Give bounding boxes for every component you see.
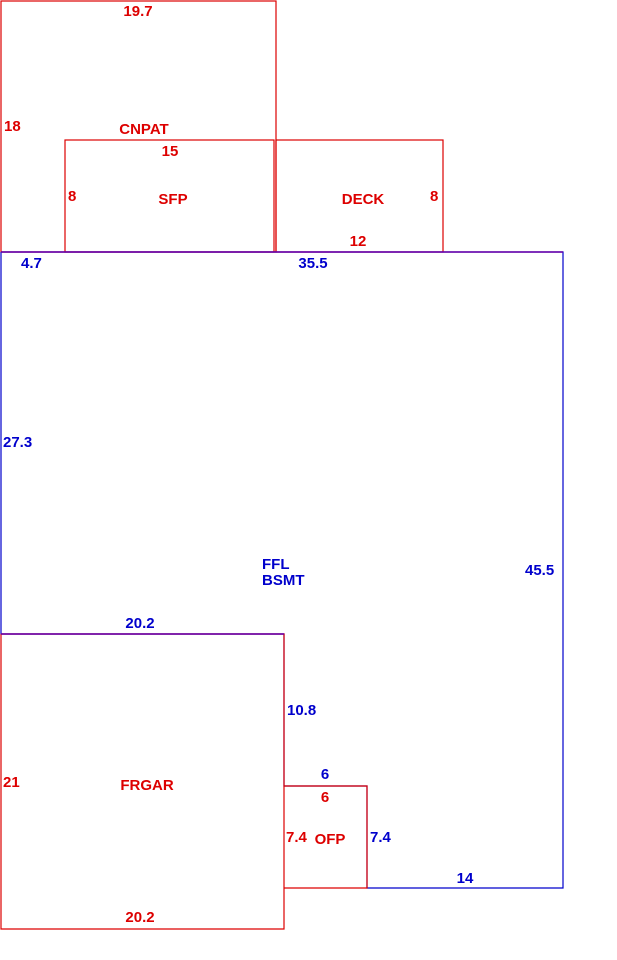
main-step-dimension: 10.8 xyxy=(287,702,316,719)
main-ofp-right-dimension: 7.4 xyxy=(370,829,392,846)
deck-label: DECK xyxy=(342,191,385,208)
cnpat-left-dimension: 18 xyxy=(4,118,21,135)
sfp-top-dimension: 15 xyxy=(162,143,179,160)
main-top-left-dimension: 4.7 xyxy=(21,255,42,272)
ofp-label: OFP xyxy=(315,831,346,848)
main-left-dimension: 27.3 xyxy=(3,434,32,451)
main-garage-top-dimension: 20.2 xyxy=(125,615,154,632)
main-label-ffl: FFL xyxy=(262,556,290,573)
frgar-bottom-dimension: 20.2 xyxy=(125,909,154,926)
main-label-bsmt: BSMT xyxy=(262,572,305,589)
main-top-dimension: 35.5 xyxy=(298,255,327,272)
frgar-left-dimension: 21 xyxy=(3,774,20,791)
ofp-outline xyxy=(284,785,368,889)
deck-bottom-dimension: 12 xyxy=(350,233,367,250)
cnpat-top-dimension: 19.7 xyxy=(123,3,152,20)
ofp-top-dimension: 6 xyxy=(321,789,329,806)
main-bottom-dimension: 14 xyxy=(457,870,474,887)
sfp-label: SFP xyxy=(158,191,187,208)
frgar-label: FRGAR xyxy=(120,777,173,794)
ofp-left-dimension: 7.4 xyxy=(286,829,308,846)
sfp-left-dimension: 8 xyxy=(68,188,76,205)
cnpat-label: CNPAT xyxy=(119,121,168,138)
deck-right-dimension: 8 xyxy=(430,188,438,205)
main-right-dimension: 45.5 xyxy=(525,562,554,579)
main-ofp-top-dimension: 6 xyxy=(321,766,329,783)
